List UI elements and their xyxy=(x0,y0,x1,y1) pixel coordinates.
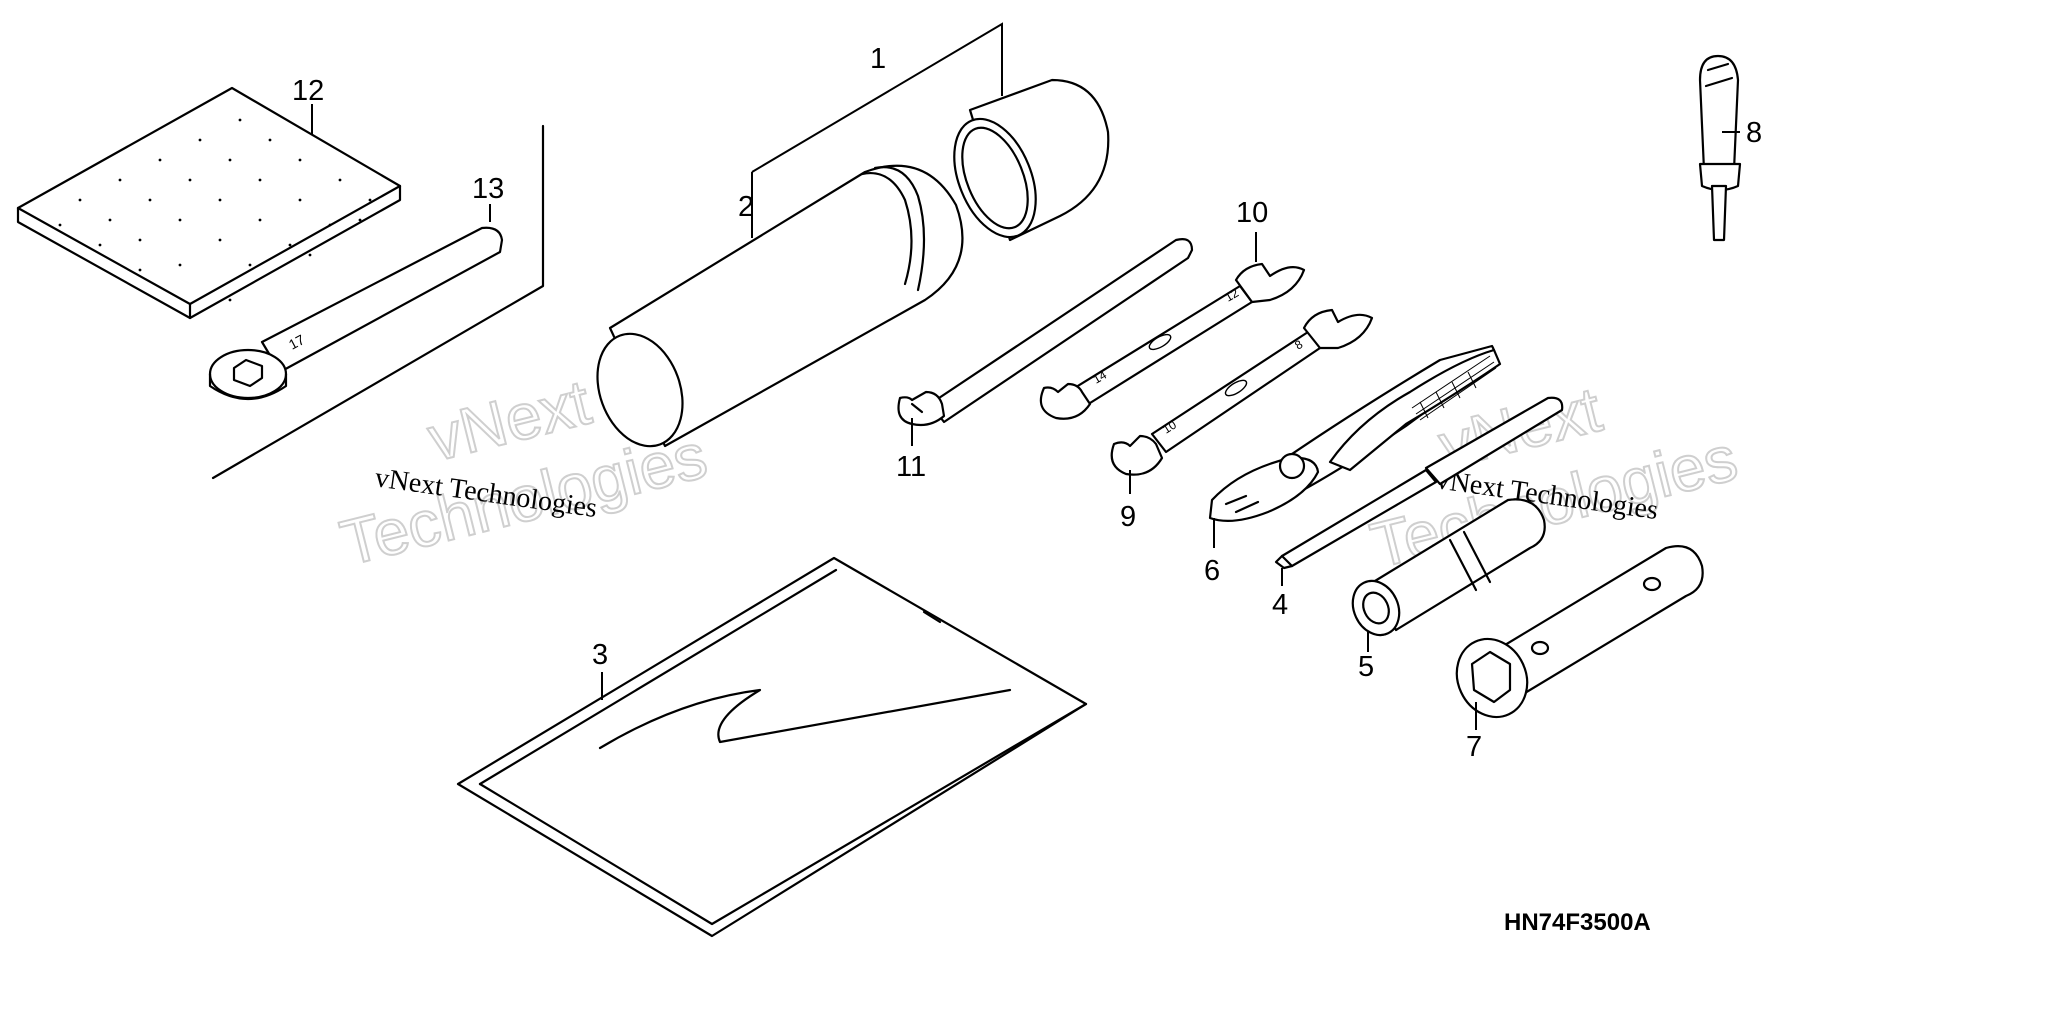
callout-6: 6 xyxy=(1204,555,1220,587)
part-13-box-wrench: 17 xyxy=(208,226,504,401)
diagram-code: HN74F3500A xyxy=(1504,909,1651,936)
leader-lines xyxy=(311,22,1740,730)
part-12-pad xyxy=(16,86,402,320)
part-7-plug-wrench xyxy=(1455,545,1704,719)
part-4-screwdriver xyxy=(1274,396,1564,570)
part-8-small-screwdriver xyxy=(1698,54,1742,242)
callout-4: 4 xyxy=(1272,589,1288,621)
part-6-pliers xyxy=(1208,344,1502,523)
callout-11: 11 xyxy=(896,451,926,483)
svg-text:12: 12 xyxy=(1223,286,1242,305)
part-1-tube-cap xyxy=(953,78,1110,242)
part-9-double-wrench: 10 8 xyxy=(1110,308,1374,476)
group-divider-line xyxy=(211,124,545,480)
callout-2: 2 xyxy=(738,191,754,223)
part-5-socket xyxy=(1351,498,1546,637)
callout-5: 5 xyxy=(1358,651,1374,683)
callout-9: 9 xyxy=(1120,501,1136,533)
callout-8: 8 xyxy=(1746,117,1762,149)
part-3-pouch xyxy=(456,556,1088,938)
callout-13: 13 xyxy=(472,173,504,205)
svg-text:17: 17 xyxy=(286,331,307,353)
svg-text:14: 14 xyxy=(1091,368,1110,387)
part-10-double-wrench: 14 12 xyxy=(1039,262,1306,420)
part-11-open-wrench xyxy=(897,238,1194,427)
callout-3: 3 xyxy=(592,639,608,671)
callout-10: 10 xyxy=(1236,197,1268,229)
part-2-tool-tube xyxy=(596,164,964,448)
callout-1: 1 xyxy=(870,43,886,75)
callout-12: 12 xyxy=(292,75,324,107)
callout-7: 7 xyxy=(1466,731,1482,763)
